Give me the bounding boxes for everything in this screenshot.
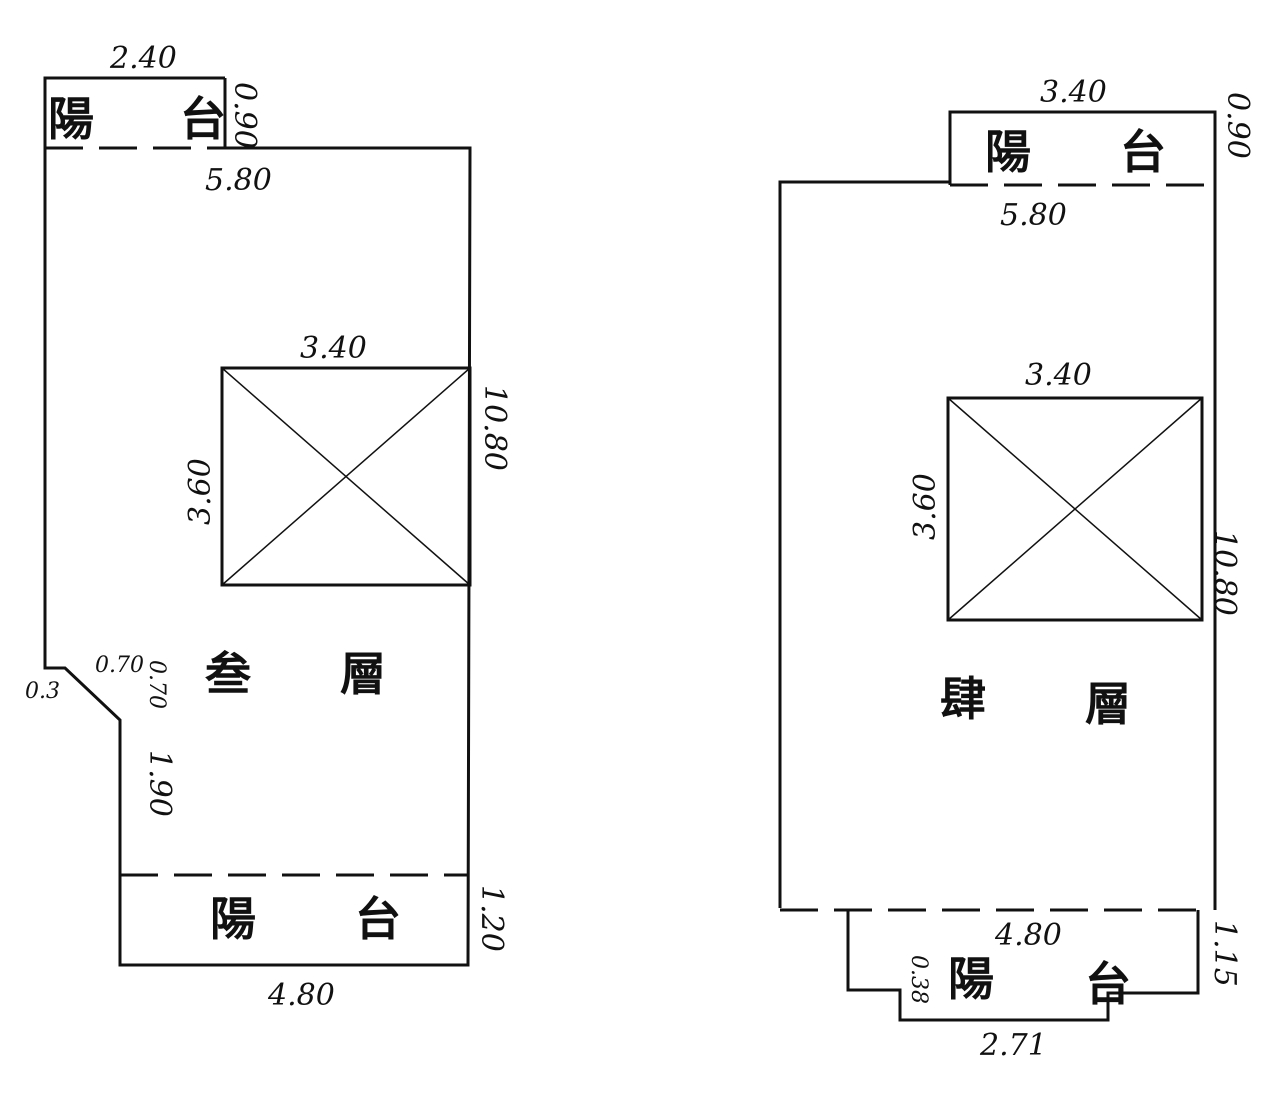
dimension: 0.70: [144, 660, 169, 709]
floor-label: 肆: [940, 672, 986, 726]
outline: [778, 180, 950, 908]
dimension: 3.60: [908, 473, 943, 540]
balcony-label: 陽: [985, 125, 1031, 179]
dimension: 4.80: [267, 978, 335, 1013]
dimension: 10.80: [1207, 530, 1242, 616]
dimension: 2.71: [979, 1028, 1047, 1063]
floor-label: 層: [1085, 677, 1131, 731]
plan-floor-3: 陽 台 2.40 0.90 5.80 3.40 3.60 10.80 叁 層 0…: [25, 41, 512, 1013]
balcony-label: 台: [1120, 125, 1166, 179]
void-shaft: [946, 396, 1204, 622]
dimension: 3.60: [183, 458, 218, 525]
outline: [43, 76, 472, 967]
dimension: 0.3: [25, 679, 60, 704]
dimension: 4.80: [994, 918, 1062, 953]
balcony-label: 陽: [48, 92, 94, 146]
outline: [948, 110, 1217, 910]
bottom-balcony-outline: [846, 910, 1200, 1022]
dimension: 0.70: [95, 653, 144, 678]
floor-label: 叁: [205, 647, 252, 701]
dimension: 0.90: [227, 82, 262, 149]
dimension: 0.38: [906, 955, 931, 1004]
dimension: 0.90: [1220, 92, 1255, 159]
balcony-label: 陽: [210, 892, 256, 946]
dimension: 1.90: [142, 750, 177, 817]
dimension: 10.80: [477, 385, 512, 471]
dimension: 2.40: [109, 41, 177, 76]
void-shaft: [220, 366, 472, 587]
dimension: 3.40: [1025, 358, 1092, 393]
balcony-label: 陽: [948, 952, 994, 1006]
dimension: 1.20: [474, 885, 509, 952]
balcony-label: 台: [180, 92, 226, 146]
dimension: 1.15: [1207, 920, 1242, 987]
dimension: 5.80: [205, 163, 272, 198]
dimension: 5.80: [1000, 198, 1067, 233]
dimension: 3.40: [300, 331, 367, 366]
balcony-label: 台: [355, 892, 401, 946]
dimension: 3.40: [1040, 75, 1107, 110]
plan-floor-4: 陽 台 3.40 0.90 5.80 3.40 3.60 10.80 肆 層 4…: [778, 75, 1255, 1063]
floor-label: 層: [340, 647, 386, 701]
balcony-label: 台: [1085, 957, 1131, 1011]
